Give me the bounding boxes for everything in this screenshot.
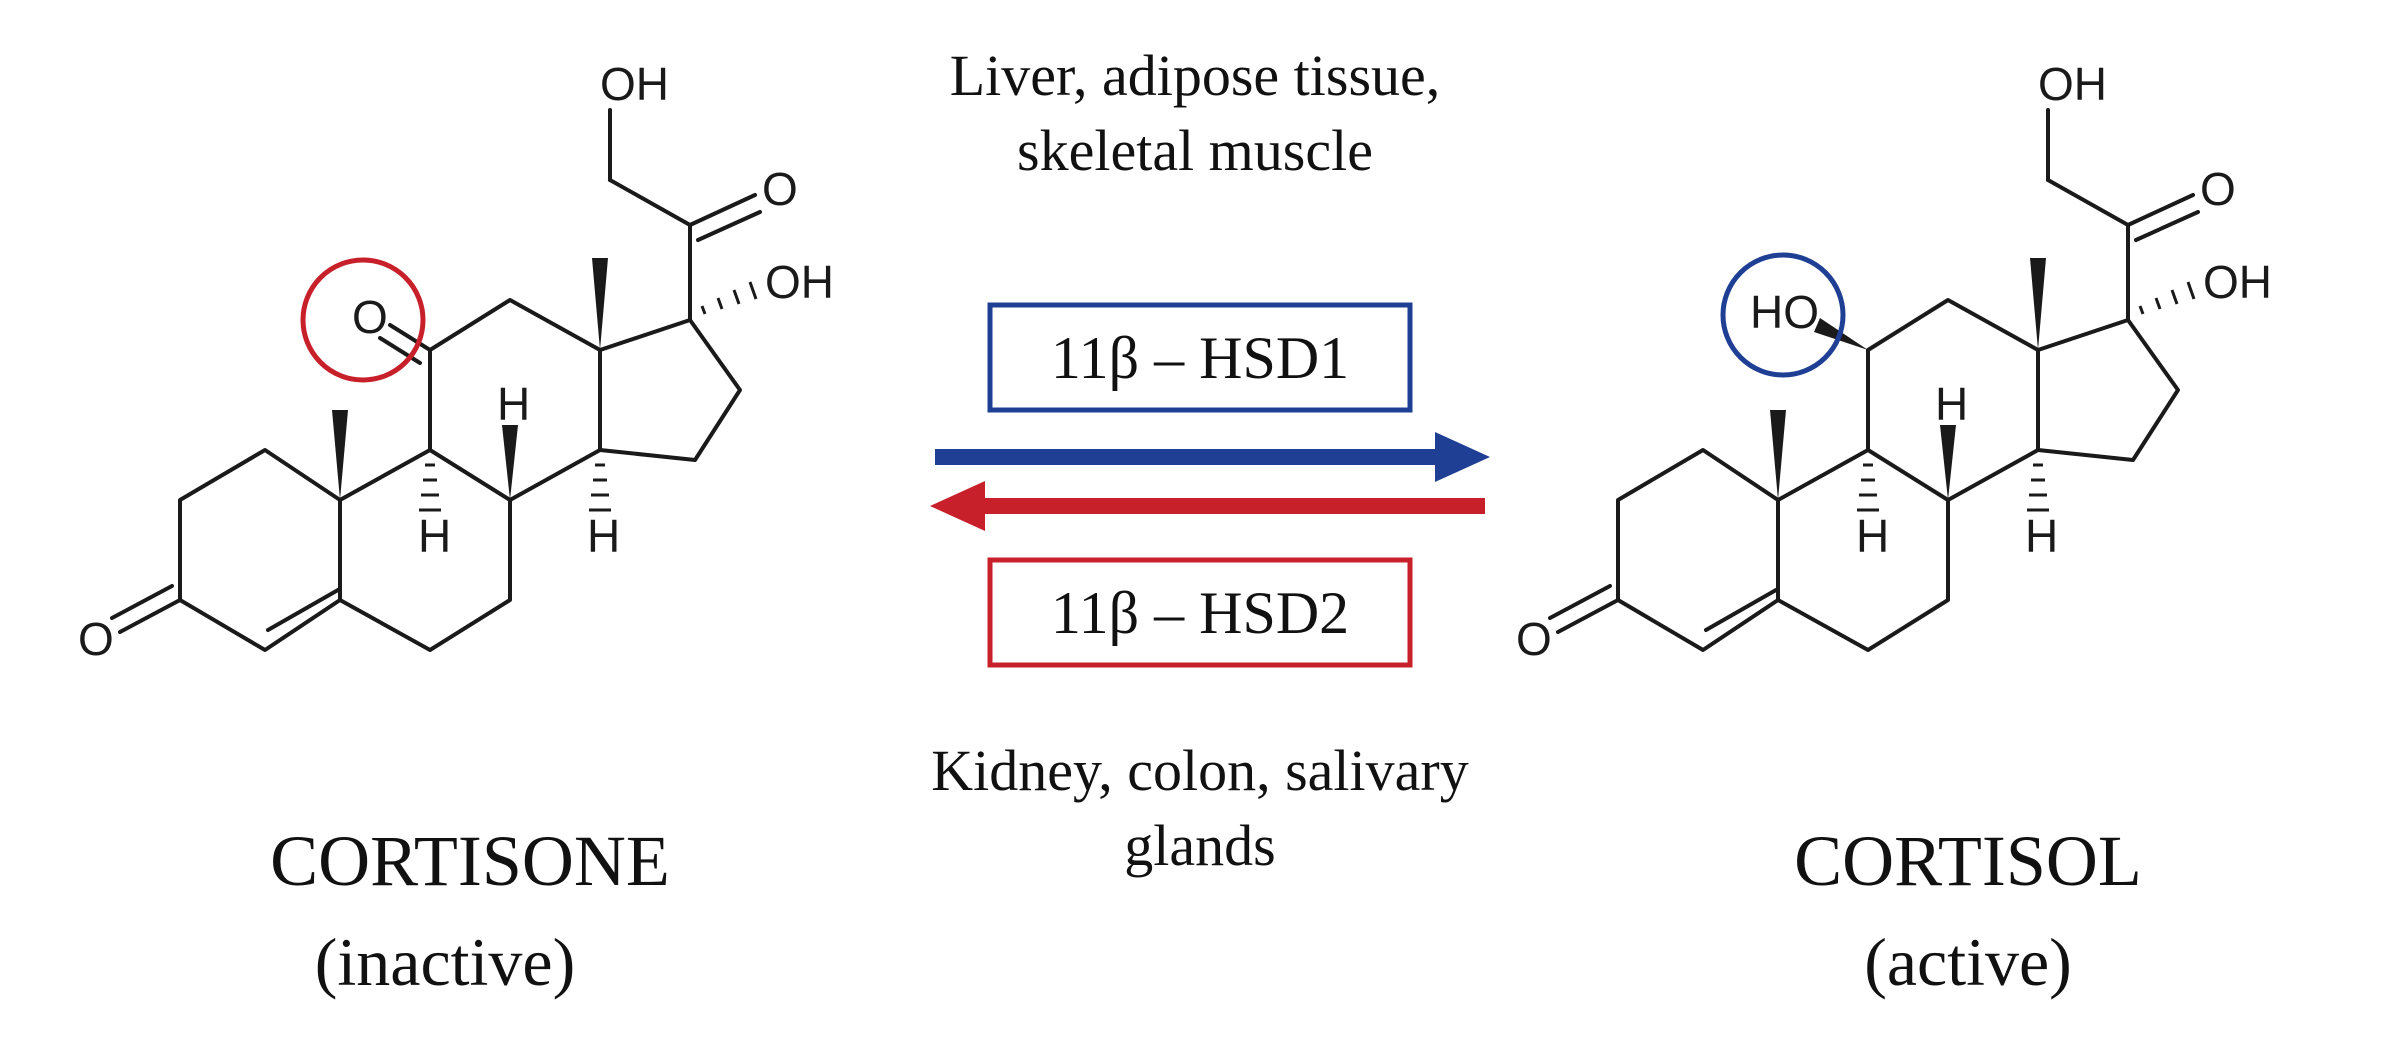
forward-tissues-line-2: skeletal muscle bbox=[1017, 118, 1373, 183]
forward-tissues-line-1: Liver, adipose tissue, bbox=[950, 43, 1441, 108]
cortisol-h-c14: H bbox=[2025, 510, 2058, 562]
reverse-tissues-line-1: Kidney, colon, salivary bbox=[931, 738, 1468, 803]
cortisone-h-c9: H bbox=[418, 510, 451, 562]
cortisone-c11-highlight-circle bbox=[300, 257, 426, 383]
reverse-arrow bbox=[930, 481, 1485, 531]
cortisol-c11-ho: HO bbox=[1750, 286, 1819, 338]
cortisol-c17-oh: OH bbox=[2203, 256, 2272, 308]
cortisol-c3-oxygen: O bbox=[1516, 613, 1552, 665]
cortisol-c20-oxygen: O bbox=[2200, 163, 2236, 215]
cortisone-c3-oxygen: O bbox=[78, 613, 114, 665]
c11-carbonyl-bond bbox=[388, 323, 432, 352]
cortisone-c17-oh: OH bbox=[765, 256, 834, 308]
cortisone-c21-oh: OH bbox=[600, 58, 669, 110]
cortisone-c20-oxygen: O bbox=[762, 163, 798, 215]
cortisone-h-c8: H bbox=[497, 378, 530, 430]
cortisol-h-c8: H bbox=[1935, 378, 1968, 430]
cortisone-structure: OH O OH O H H H O bbox=[78, 58, 834, 665]
forward-arrow bbox=[935, 432, 1490, 482]
cortisone-status: (inactive) bbox=[315, 924, 576, 1000]
cortisol-name: CORTISOL bbox=[1794, 821, 2142, 901]
cortisol-c21-oh: OH bbox=[2038, 58, 2107, 110]
cortisol-h-c9: H bbox=[1856, 510, 1889, 562]
hsd2-enzyme-box bbox=[987, 557, 1413, 668]
cortisol-c11-highlight-circle bbox=[1720, 252, 1846, 378]
cortisol-structure: OH O OH HO H H H O bbox=[1516, 58, 2272, 665]
hsd2-enzyme-label: 11β – HSD2 bbox=[1051, 580, 1349, 646]
hsd1-enzyme-label: 11β – HSD1 bbox=[1051, 325, 1349, 391]
cortisol-status: (active) bbox=[1864, 924, 2072, 1000]
cortisone-h-c14: H bbox=[587, 510, 620, 562]
cortisone-name: CORTISONE bbox=[270, 821, 670, 901]
cortisone-c11-oxygen: O bbox=[352, 291, 388, 343]
c11-carbonyl-bond-2 bbox=[378, 336, 422, 365]
reverse-tissues-line-2: glands bbox=[1124, 813, 1275, 878]
hsd1-enzyme-box bbox=[987, 302, 1413, 413]
